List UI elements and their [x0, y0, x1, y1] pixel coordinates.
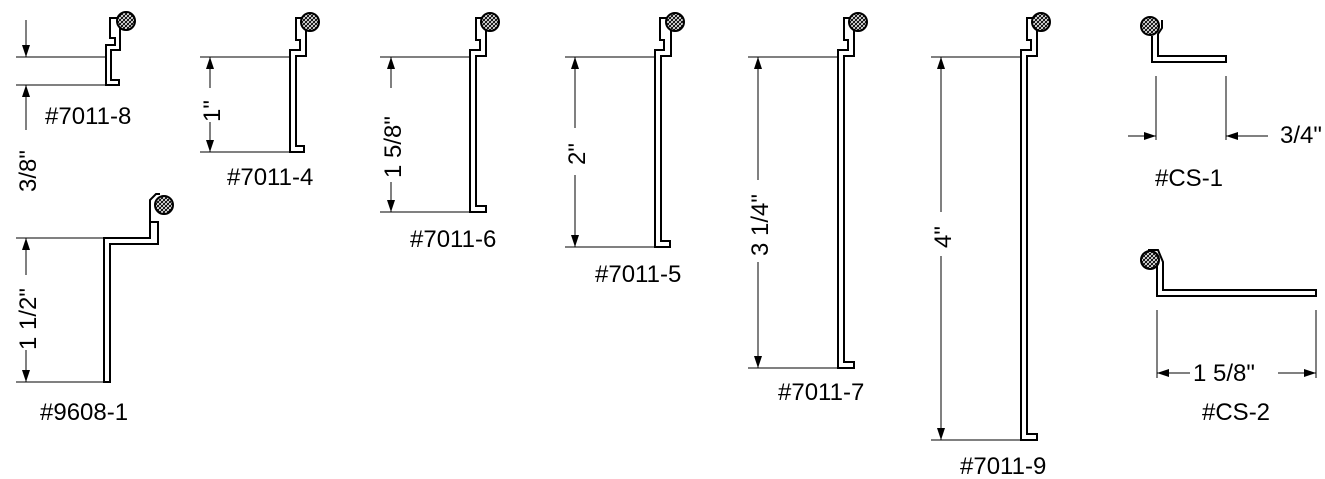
label-7011-8: #7011-8	[45, 103, 131, 130]
profile-7011-8: 3/8" #7011-8	[15, 11, 136, 192]
profile-cs-1: 3/4" #CS-1	[1128, 16, 1322, 192]
gasket-bulb-icon	[1140, 250, 1160, 270]
label-7011-5: #7011-5	[595, 261, 681, 288]
dimension-7011-6: 1 5/8"	[380, 116, 407, 178]
gasket-bulb-icon	[848, 12, 868, 32]
dimension-7011-5: 2"	[564, 143, 591, 165]
dimension-7011-9: 4"	[930, 226, 957, 248]
profile-7011-6: 1 5/8" #7011-6	[380, 12, 500, 253]
profile-7011-7: 3 1/4" #7011-7	[747, 12, 868, 406]
dimension-7011-8: 3/8"	[15, 150, 42, 192]
profile-cs-2: 1 5/8" #CS-2	[1140, 249, 1317, 426]
profile-7011-4: 1" #7011-4	[199, 12, 320, 191]
label-7011-9: #7011-9	[960, 453, 1046, 479]
gasket-bulb-icon	[1031, 12, 1051, 32]
dimension-cs-1: 3/4"	[1280, 122, 1322, 149]
dimension-7011-4: 1"	[199, 100, 226, 122]
label-9608-1: #9608-1	[40, 399, 128, 426]
label-cs-1: #CS-1	[1155, 165, 1223, 192]
label-cs-2: #CS-2	[1202, 399, 1270, 426]
label-7011-4: #7011-4	[227, 164, 313, 191]
dimension-7011-7: 3 1/4"	[747, 194, 774, 256]
gasket-bulb-icon	[116, 11, 136, 31]
gasket-bulb-icon	[300, 12, 320, 32]
profile-7011-9: 4" #7011-9	[930, 12, 1051, 479]
label-7011-6: #7011-6	[410, 226, 496, 253]
gasket-bulb-icon	[1140, 16, 1160, 36]
dimension-9608-1: 1 1/2"	[15, 288, 42, 350]
gasket-bulb-icon	[665, 12, 685, 32]
dimension-cs-2: 1 5/8"	[1193, 360, 1255, 387]
profile-7011-5: 2" #7011-5	[564, 12, 685, 288]
gasket-bulb-icon	[154, 195, 174, 215]
profile-9608-1: 1 1/2" #9608-1	[15, 193, 174, 426]
gasket-bulb-icon	[480, 12, 500, 32]
label-7011-7: #7011-7	[778, 379, 864, 406]
